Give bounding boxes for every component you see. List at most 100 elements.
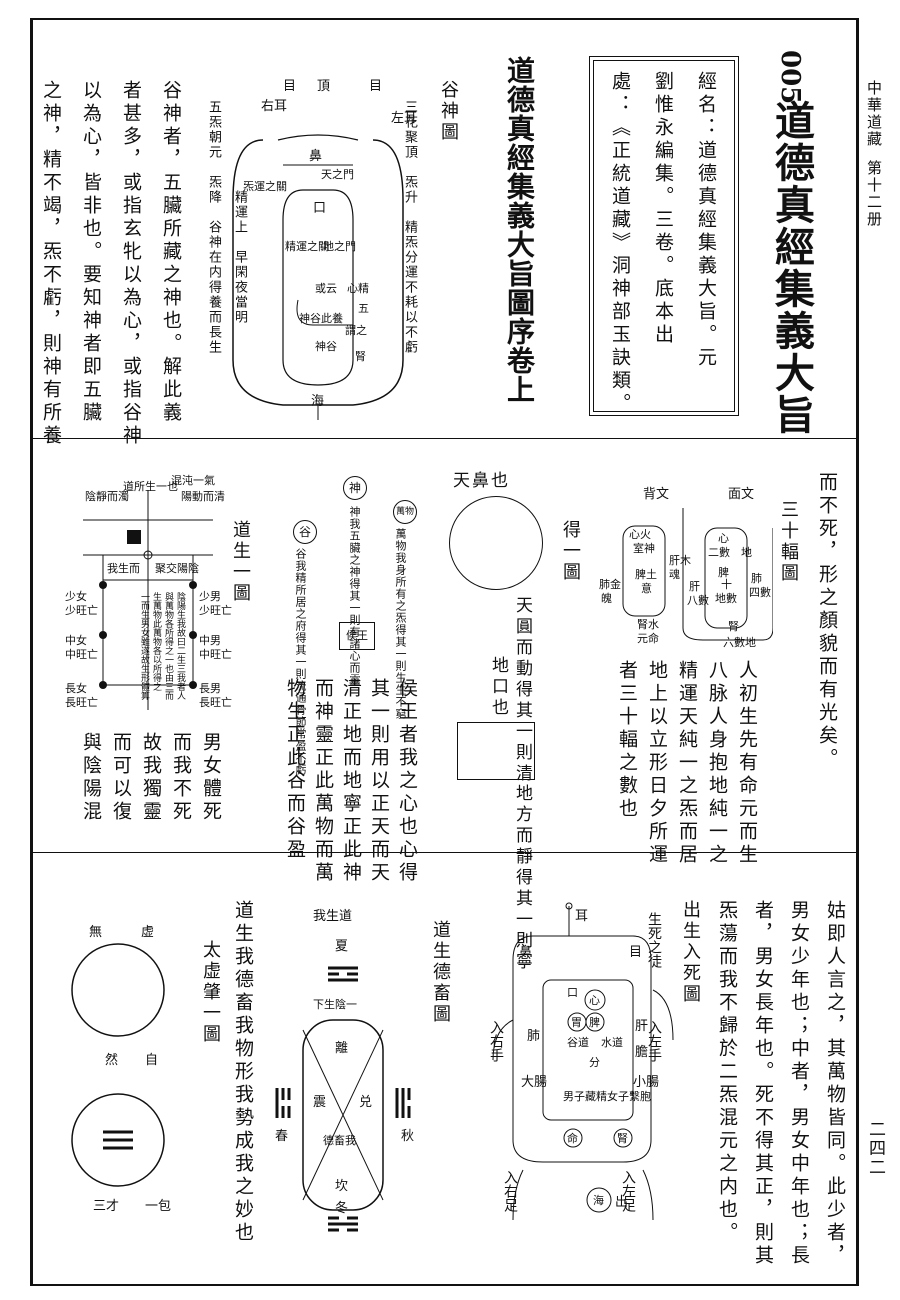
gushen-title: 谷神圖 (438, 80, 459, 143)
sanshi-fei: 肺 (751, 572, 762, 585)
taixu-ran: 然 (105, 1052, 118, 1068)
sanshi-er-shu: 二數 (708, 546, 730, 559)
margin-book-title: 中華道藏 (865, 80, 883, 148)
gushen-text-3: 以為心，皆非也。要知神者即五臟 (80, 80, 102, 425)
shengde-text: 道生我德畜我物形我勢成我之妙也 (232, 900, 254, 1245)
gushen-qi-run: 炁運之關 (243, 179, 287, 193)
daosheng-zhong-wang-nv: 中旺亡 (65, 647, 98, 661)
daosheng-text-1: 男女體死 (200, 732, 222, 824)
daosheng-zhang-nan: 長男 (199, 682, 221, 695)
daosheng-wo-sheng: 我生而 (107, 561, 140, 575)
sanshi-shi-shen: 室神 (633, 541, 655, 555)
daosheng-shao-nan: 少男 (199, 590, 221, 603)
sanshi-bei-wen: 背文 (643, 487, 669, 502)
sanshi-gan: 肝 (689, 580, 700, 593)
daosheng-title: 道生一圖 (230, 520, 251, 604)
chusheng-liver: 肝 (635, 1019, 648, 1034)
chusheng-ru-zuo-zu: 入左足 (620, 1170, 636, 1212)
hou-text-3: 清正地而地寧正此神 (340, 678, 362, 885)
daosheng-zhang-wang-nan: 長旺亡 (199, 695, 232, 709)
taixu-wu: 無 (89, 925, 102, 940)
gushen-jing-run: 精運之關 (285, 239, 329, 253)
shengde-xia-sheng: 下生陰一 (313, 997, 357, 1011)
sanshi-di-shu: 地數 (715, 592, 737, 605)
chusheng-ming: 命 (567, 1131, 578, 1145)
sanshi-shen-shui: 腎水 (637, 618, 659, 631)
gushen-nose: 鼻 (309, 148, 322, 164)
sanshi-si-shu: 四數 (749, 586, 771, 599)
hou-text-5: 物生正此谷而谷盈 (284, 678, 306, 862)
sanshi-shen: 腎 (728, 620, 739, 633)
shengde-zhen: 震 (313, 1095, 326, 1110)
daosheng-mid-5: 一而生男女雖遂故生形體算 (139, 592, 149, 700)
daosheng-small-3: 谷我精所居之府得其一則流通骨節常盈不虧 (294, 548, 307, 776)
gushen-kidney: 腎 (355, 350, 366, 363)
sanshi-title: 三十輻圖 (778, 500, 799, 584)
chusheng-out: 出 (615, 1195, 628, 1210)
gushen-eye-r: 目 (283, 79, 296, 94)
daosheng-zhong-nv: 中女 (65, 633, 87, 647)
chusheng-ru-you-shou: 入右手 (488, 1020, 504, 1062)
margin-rule (856, 18, 859, 1286)
deyi-square-caption: 地口也 (488, 656, 508, 719)
gushen-side-2: 五炁朝元 炁降 谷神在内得養而長生 (206, 100, 221, 355)
sanshi-shi: 十 (721, 577, 732, 591)
chusheng-male-female: 男子藏精女子繫胞 (563, 1089, 651, 1103)
shengde-xia: 夏 (335, 939, 348, 954)
sanshi-yi: 意 (641, 581, 652, 595)
gushen-heart-jing: 心精 (347, 282, 369, 295)
daosheng-mid-3: 與萬物各所得之一也由三而 (163, 592, 173, 700)
chusheng-nose: 鼻 (519, 944, 532, 960)
chusheng-ear: 耳 (575, 909, 588, 924)
daosheng-mid-2: 陰陽生我故曰二生三我者人 (175, 592, 185, 700)
daosheng-shao-wang-nv: 少旺亡 (65, 603, 98, 617)
shengde-de-chu: 德畜我 (323, 1133, 356, 1147)
chusheng-water: 水道 (601, 1035, 623, 1049)
taixu-diagram: 虚 無 自 然 一包 三才 (71, 925, 171, 1214)
sanshi-ba-shu: 八數 (687, 594, 709, 607)
chusheng-gall: 膽 (635, 1045, 648, 1060)
sanshi-di: 地 (741, 546, 752, 559)
sanshi-liu-shu: 六數地 (723, 636, 756, 648)
sanshi-yuan-ming: 元命 (637, 631, 659, 645)
daosheng-zhang-nv: 長女 (65, 681, 87, 695)
daosheng-zhang-wang-nv: 長旺亡 (65, 695, 98, 709)
note-box: 經名：道德真經集義大旨。元 劉惟永編集。三卷。底本出 處：《正統道藏》洞神部玉訣… (589, 56, 739, 416)
margin-volume: 第十二册 (865, 160, 883, 228)
deyi-circle (449, 496, 543, 590)
gushen-mouth: 口 (313, 201, 326, 216)
daosheng-small-1: 神我五臟之神得其一則有諸心而靈 (348, 506, 361, 686)
chusheng-shengsi: 生死之徒 (646, 912, 662, 968)
hou-text-4: 而神靈正此萬物而萬 (312, 678, 334, 885)
taixu-zi: 自 (145, 1053, 158, 1068)
chusheng-eye: 目 (629, 945, 642, 960)
daosheng-hundun: 混沌一氣 (171, 473, 215, 487)
margin-page-number: 二四二 (865, 1120, 885, 1177)
chusheng-small-int: 小腸 (633, 1075, 659, 1090)
chusheng-title: 出生入死圖 (680, 900, 701, 1005)
sanshi-diagram: 背文 面文 心火 室神 脾土 意 肝木 魂 肺金 魄 腎水 元命 心 二數 地 … (599, 487, 773, 648)
shengde-qiu: 秋 (401, 1129, 414, 1144)
gushen-left-ear: 左耳 (391, 111, 417, 126)
sanshi-mian-wen: 面文 (728, 487, 754, 502)
daosheng-zhong-wang-nan: 中旺亡 (199, 647, 232, 661)
daosheng-shen-circle: 神 (343, 476, 367, 500)
gushen-sea: 海 (311, 394, 324, 409)
gushen-side-3: 精運上 早閑夜當明 (232, 190, 247, 325)
sanshi-po: 魄 (601, 592, 612, 605)
daosheng-shao-nv: 少女 (65, 589, 87, 603)
sanshi-text-4: 地上以立形日夕所運 (646, 660, 668, 867)
gushen-tian: 天之門 (321, 167, 354, 181)
hou-text-2: 其一則用以正天而天 (368, 678, 390, 885)
note-line-3: 處：《正統道藏》洞神部玉訣類。 (609, 71, 631, 416)
taixu-yi-bao: 一包 (145, 1199, 171, 1214)
daosheng-text-2: 而我不死 (170, 732, 192, 824)
doc-title: 道德真經集義大旨 (768, 100, 815, 436)
gushen-text-2: 者甚多，或指玄牝以為心，或指谷神 (120, 80, 142, 448)
chusheng-large-int: 大腸 (521, 1075, 547, 1090)
chusheng-stomach: 胃 (571, 1016, 582, 1029)
shengde-diagram: 我生道 夏 下生陰一 離 震 兑 坎 德畜我 春 秋 冬 (275, 909, 414, 1232)
daosheng-small-2: 萬物我身所有之炁得其一則生生不窮 (394, 528, 407, 720)
chusheng-diagram: 耳 鼻 目 口 心 胃 脾 水道 谷道 分 肺 肝 膽 小腸 大腸 男子藏精女子… (492, 902, 674, 1220)
sanshi-pi: 脾 (718, 565, 729, 579)
